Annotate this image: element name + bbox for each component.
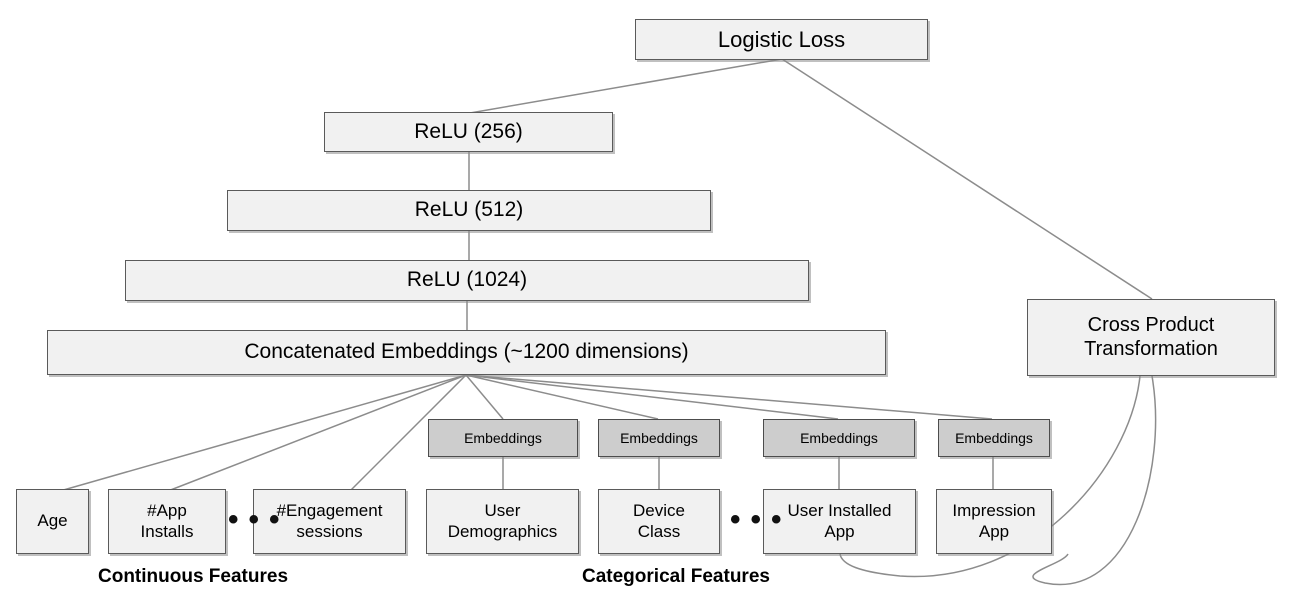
node-embeddings-user-demographics[interactable]: Embeddings xyxy=(428,419,578,457)
node-logistic-loss[interactable]: Logistic Loss xyxy=(635,19,928,60)
edge-concat-to-emb4 xyxy=(465,374,993,420)
node-cross-product-transformation[interactable]: Cross Product Transformation xyxy=(1027,299,1275,376)
edge-concat-to-emb2 xyxy=(465,374,659,420)
feature-box-impression-app-label: Impression App xyxy=(952,501,1036,541)
categorical-features-ellipsis: • • • xyxy=(730,503,784,536)
edge-concat-to-app-installs xyxy=(167,374,467,492)
node-embeddings-impression-app-label: Embeddings xyxy=(955,429,1033,446)
node-relu-1024[interactable]: ReLU (1024) xyxy=(125,260,809,301)
node-relu-256-label: ReLU (256) xyxy=(414,119,523,143)
feature-box-age-label: Age xyxy=(37,511,68,531)
node-embeddings-impression-app[interactable]: Embeddings xyxy=(938,419,1050,457)
feature-box-impression-app[interactable]: Impression App xyxy=(936,489,1052,554)
feature-box-user-installed-app[interactable]: User Installed App xyxy=(763,489,916,554)
edge-concat-to-emb3 xyxy=(465,374,839,420)
feature-box-device-class[interactable]: Device Class xyxy=(598,489,720,554)
edge-loss-to-cross xyxy=(781,58,1153,300)
node-embeddings-user-demographics-label: Embeddings xyxy=(464,429,542,446)
continuous-features-ellipsis: • • • xyxy=(228,503,282,536)
edge-loss-to-relu256 xyxy=(469,58,783,114)
node-cross-product-transformation-label: Cross Product Transformation xyxy=(1084,313,1218,360)
feature-box-app-installs[interactable]: #App Installs xyxy=(108,489,226,554)
node-embeddings-device-class[interactable]: Embeddings xyxy=(598,419,720,457)
feature-box-user-installed-app-label: User Installed App xyxy=(787,501,892,541)
node-relu-512-label: ReLU (512) xyxy=(414,198,524,222)
feature-box-user-demographics[interactable]: User Demographics xyxy=(426,489,579,554)
feature-box-engagement-sessions[interactable]: #Engagement sessions xyxy=(253,489,406,554)
edge-concat-to-emb1 xyxy=(465,374,504,420)
group-label-continuous-features: Continuous Features xyxy=(98,566,289,587)
node-embeddings-user-installed-app-label: Embeddings xyxy=(800,429,878,446)
feature-box-engagement-sessions-label: #Engagement sessions xyxy=(276,501,383,541)
node-embeddings-device-class-label: Embeddings xyxy=(620,429,698,446)
feature-box-app-installs-label: #App Installs xyxy=(140,501,194,541)
node-concatenated-embeddings[interactable]: Concatenated Embeddings (~1200 dimension… xyxy=(47,330,886,375)
feature-box-age[interactable]: Age xyxy=(16,489,89,554)
node-relu-1024-label: ReLU (1024) xyxy=(406,268,528,292)
feature-box-user-demographics-label: User Demographics xyxy=(447,501,558,541)
node-relu-256[interactable]: ReLU (256) xyxy=(324,112,613,152)
node-logistic-loss-label: Logistic Loss xyxy=(717,26,846,52)
node-relu-512[interactable]: ReLU (512) xyxy=(227,190,711,231)
edge-concat-to-age xyxy=(59,374,467,492)
node-concatenated-embeddings-label: Concatenated Embeddings (~1200 dimension… xyxy=(244,340,689,364)
feature-box-device-class-label: Device Class xyxy=(633,501,685,541)
node-embeddings-user-installed-app[interactable]: Embeddings xyxy=(763,419,915,457)
group-label-categorical-features: Categorical Features xyxy=(582,566,770,587)
